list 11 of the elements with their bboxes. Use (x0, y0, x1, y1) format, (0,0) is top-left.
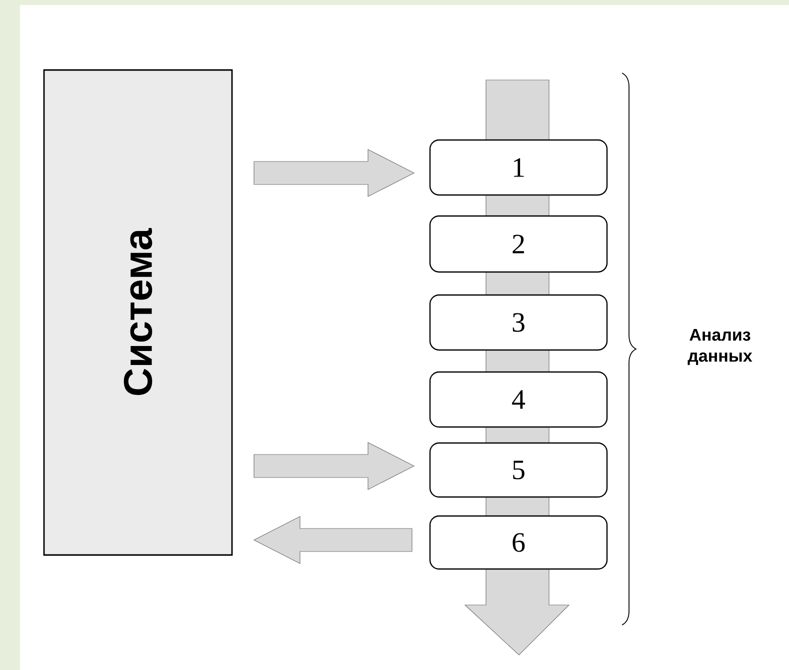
block-arrow (253, 516, 412, 564)
block-arrow (254, 149, 415, 197)
step-box: 1 (429, 139, 608, 196)
step-box: 4 (429, 371, 608, 428)
step-box: 3 (429, 294, 608, 351)
block-arrow (254, 442, 415, 490)
step-box: 2 (429, 215, 608, 273)
step-box: 5 (429, 442, 608, 498)
bracket-label: Анализ данных (688, 328, 752, 366)
step-box: 6 (429, 515, 608, 570)
system-box: Система (43, 69, 233, 556)
